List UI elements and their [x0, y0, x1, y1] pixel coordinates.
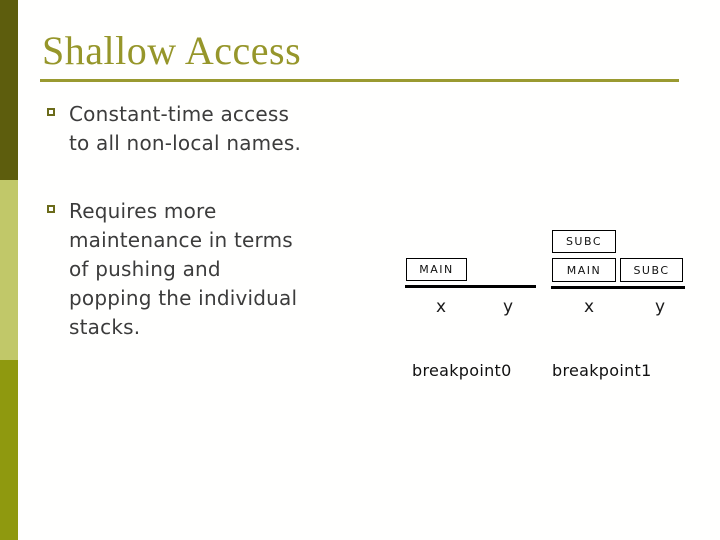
stack-box-subc-top-breakpoint1: SUBC: [552, 230, 616, 253]
bullet-2-text: Requires more maintenance in terms of pu…: [69, 197, 297, 342]
slot-label-x-breakpoint1: x: [583, 297, 595, 317]
bullet-2-line-1: Requires more: [69, 199, 217, 223]
diagram-caption-breakpoint0: breakpoint0: [412, 361, 512, 380]
bullet-item-2: Requires more maintenance in terms of pu…: [47, 197, 297, 342]
stack-baseline-breakpoint1: [551, 286, 685, 289]
square-bullet-icon: [47, 108, 55, 116]
bullet-2-line-5: stacks.: [69, 315, 141, 339]
square-bullet-icon: [47, 205, 55, 213]
slot-label-y-breakpoint1: y: [654, 297, 666, 317]
diagram-caption-breakpoint1: breakpoint1: [552, 361, 652, 380]
accent-bar-top-segment: [0, 0, 18, 180]
stack-box-subc-right-breakpoint1: SUBC: [620, 258, 683, 282]
bullet-2-line-3: of pushing and: [69, 257, 221, 281]
title-underline-rule: [40, 79, 679, 82]
bullet-1-text: Constant-time access to all non-local na…: [69, 100, 301, 158]
slot-label-y-breakpoint0: y: [502, 297, 514, 317]
accent-bar: [0, 0, 18, 540]
bullet-1-line-2: to all non-local names.: [69, 131, 302, 155]
accent-bar-bottom-segment: [0, 360, 18, 540]
stack-box-main-breakpoint0: MAIN: [406, 258, 467, 281]
slot-label-x-breakpoint0: x: [435, 297, 447, 317]
bullet-item-1: Constant-time access to all non-local na…: [47, 100, 301, 158]
bullet-2-line-4: popping the individual: [69, 286, 298, 310]
stack-baseline-breakpoint0: [405, 285, 536, 288]
slide-title: Shallow Access: [42, 28, 302, 73]
stack-box-main-breakpoint1: MAIN: [552, 258, 616, 282]
bullet-2-line-2: maintenance in terms: [69, 228, 293, 252]
bullet-1-line-1: Constant-time access: [69, 102, 290, 126]
accent-bar-middle-segment: [0, 180, 18, 360]
